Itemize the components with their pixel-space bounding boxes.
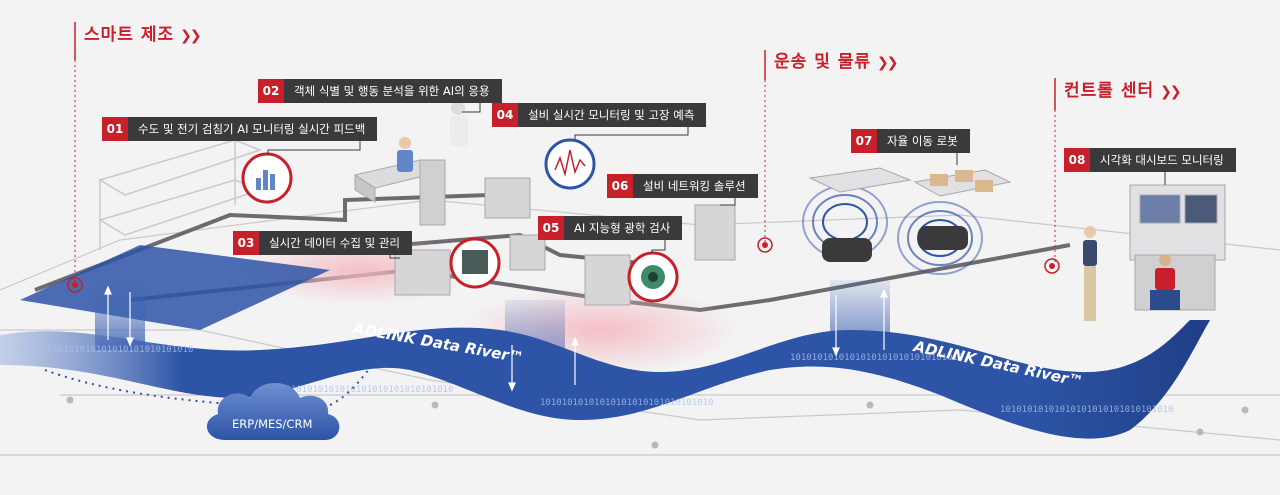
- section-title-text: 운송 및 물류: [774, 52, 872, 72]
- section-title-text: 컨트롤 센터: [1064, 81, 1155, 101]
- callout-number: 07: [851, 129, 877, 153]
- binary-stream: 10101010101010101010101010101010 1010101…: [20, 345, 1173, 415]
- chevron-right-icon: ❯❯: [877, 55, 899, 71]
- cloud-label: ERP/MES/CRM: [232, 417, 313, 431]
- amr-robots: [802, 167, 1012, 275]
- callout-03: 03 실시간 데이터 수집 및 관리: [233, 231, 413, 255]
- people-figures: [397, 101, 1180, 321]
- callout-text: 객체 식별 및 행동 분석을 위한 AI의 응용: [294, 84, 490, 98]
- pillar-arrows: [104, 285, 888, 392]
- callout-02: 02 객체 식별 및 행동 분석을 위한 AI의 응용: [258, 79, 502, 103]
- callout-05: 05 AI 지능형 광학 검사: [538, 216, 683, 240]
- callout-07: 07 자율 이동 로봇: [851, 129, 970, 153]
- callout-text: 자율 이동 로봇: [887, 134, 958, 148]
- equipment-monitor-icon: [544, 138, 596, 190]
- callout-number: 04: [492, 103, 518, 127]
- data-collection-icon: [449, 237, 501, 289]
- callout-04: 04 설비 실시간 모니터링 및 고장 예측: [492, 103, 707, 127]
- section-title-text: 스마트 제조: [84, 25, 175, 45]
- svg-text:101010101010101010101010101010: 10101010101010101010101010101010: [20, 345, 193, 355]
- cloud-connectors: [44, 367, 371, 406]
- callout-08: 08 시각화 대시보드 모니터링: [1064, 148, 1236, 172]
- chevron-right-icon: ❯❯: [180, 28, 202, 44]
- data-river: [0, 320, 1210, 439]
- floor-nodes: [66, 396, 1249, 449]
- svg-text:101010101010101010101010101010: 10101010101010101010101010101010: [280, 385, 453, 395]
- callout-text: 수도 및 전기 검침기 AI 모니터링 실시간 피드백: [138, 122, 366, 136]
- cloud-icon: [206, 383, 340, 440]
- chevron-right-icon: ❯❯: [1160, 84, 1182, 100]
- meter-racks: [98, 139, 263, 250]
- section-title-control-center: 컨트롤 센터 ❯❯: [1064, 76, 1182, 101]
- svg-text:101010101010101010101010101010: 10101010101010101010101010101010: [540, 398, 713, 408]
- callout-number: 02: [258, 79, 284, 103]
- callout-leaders: [267, 103, 1166, 259]
- callout-01: 01 수도 및 전기 검침기 AI 모니터링 실시간 피드백: [102, 117, 378, 141]
- callout-number: 06: [607, 174, 633, 198]
- callout-text: 시각화 대시보드 모니터링: [1100, 153, 1224, 167]
- svg-text:101010101010101010101010101010: 10101010101010101010101010101010: [1000, 405, 1173, 415]
- callout-06: 06 설비 네트워킹 솔루션: [607, 174, 758, 198]
- section-title-transport: 운송 및 물류 ❯❯: [774, 47, 899, 72]
- callout-number: 03: [233, 231, 259, 255]
- callout-number: 01: [102, 117, 128, 141]
- section-title-smart-manufacturing: 스마트 제조 ❯❯: [84, 20, 202, 45]
- monitor-badges: [241, 138, 679, 303]
- svg-text:101010101010101010101010101010: 10101010101010101010101010101010: [790, 353, 963, 363]
- optical-inspection-icon: [627, 251, 679, 303]
- callout-text: 설비 네트워킹 솔루션: [643, 179, 746, 193]
- callout-text: 실시간 데이터 수집 및 관리: [269, 236, 401, 250]
- chart-monitor-icon: [241, 152, 293, 204]
- section-markers: [67, 22, 1060, 293]
- callout-number: 08: [1064, 148, 1090, 172]
- callout-text: 설비 실시간 모니터링 및 고장 예측: [528, 108, 695, 122]
- callout-text: AI 지능형 광학 검사: [574, 221, 671, 235]
- callout-number: 05: [538, 216, 564, 240]
